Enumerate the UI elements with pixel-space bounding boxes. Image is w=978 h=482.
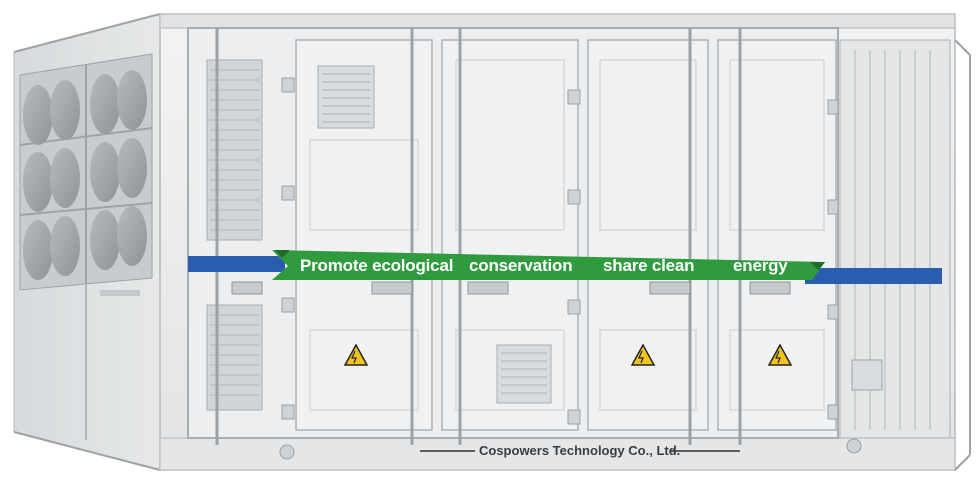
company-name: Cospowers Technology Co., Ltd.: [479, 443, 681, 458]
door-panel-4: [717, 39, 837, 431]
vent-louver-icon: [206, 59, 263, 411]
slogan-text-4: energy: [733, 256, 788, 275]
warning-triangle-icon: [343, 343, 793, 366]
door-handle-icon: [231, 281, 791, 295]
hinge-icon: [281, 77, 839, 425]
green-slogan-band: [272, 250, 825, 280]
slogan-text-2: conservation: [469, 256, 573, 275]
slogan-text-3: share clean: [603, 256, 695, 275]
fan-grille-icon: [19, 53, 153, 291]
blue-stripe: [188, 256, 285, 272]
slogan-text-1: Promote ecological: [300, 256, 454, 275]
